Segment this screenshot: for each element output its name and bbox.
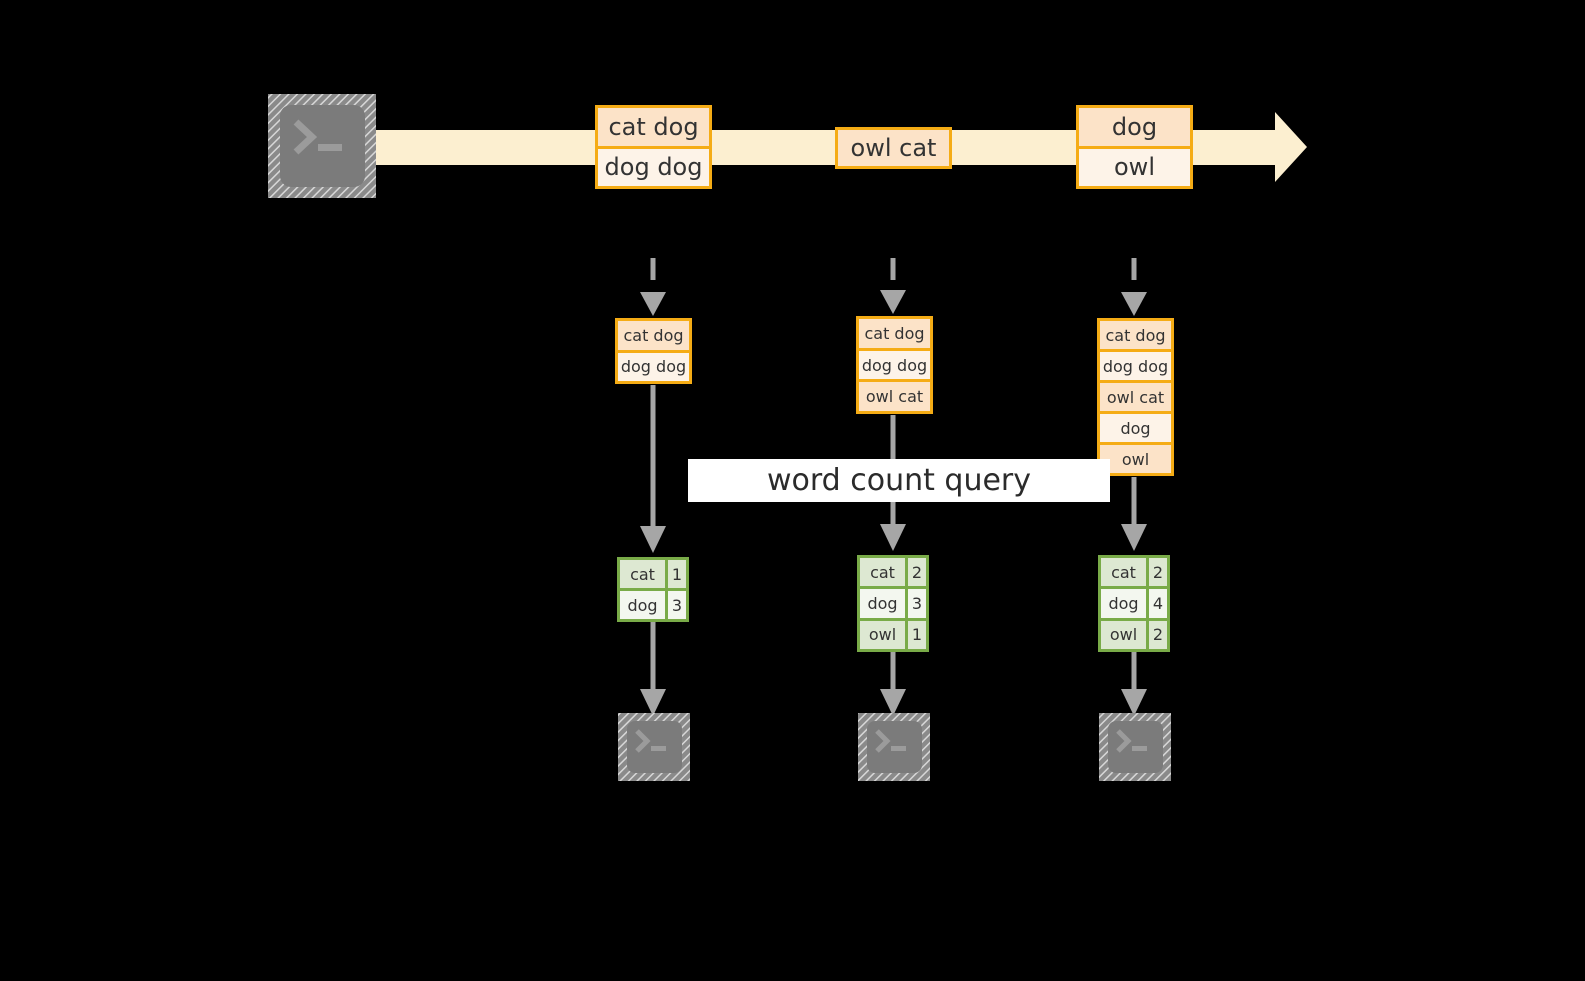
input-line: cat dog xyxy=(859,319,930,351)
result-count: 3 xyxy=(668,591,686,619)
input-line: owl cat xyxy=(859,382,930,411)
result-word: owl xyxy=(860,620,908,649)
result-word: dog xyxy=(860,589,908,618)
snapshot-1-result-table[interactable]: cat 1 dog 3 xyxy=(617,557,689,622)
result-count: 1 xyxy=(668,560,686,588)
input-line: cat dog xyxy=(1100,321,1171,352)
query-arrowhead-1 xyxy=(640,526,666,553)
result-row: cat 2 xyxy=(860,558,926,590)
result-row: owl 1 xyxy=(860,620,926,649)
query-label: word count query xyxy=(688,459,1110,502)
stream-message-line: owl cat xyxy=(838,130,949,166)
result-row: cat 2 xyxy=(1101,558,1167,590)
sink-arrowhead-3 xyxy=(1121,689,1147,716)
query-label-text: word count query xyxy=(766,463,1032,498)
result-count: 2 xyxy=(1149,620,1167,649)
sink-terminal-icon-2 xyxy=(858,713,930,781)
stream-message-2[interactable]: owl cat xyxy=(835,127,952,169)
source-terminal-icon xyxy=(268,94,376,198)
snapshot-2-input-table[interactable]: cat dog dog dog owl cat xyxy=(856,316,933,414)
stream-message-3[interactable]: dog owl xyxy=(1076,105,1193,189)
input-line: dog dog xyxy=(859,350,930,383)
sink-terminal-icon-3 xyxy=(1099,713,1171,781)
feed-arrowhead-2 xyxy=(880,290,906,314)
feed-arrowhead-3 xyxy=(1121,292,1147,316)
sink-arrowhead-1 xyxy=(640,689,666,716)
snapshot-2-result-table[interactable]: cat 2 dog 3 owl 1 xyxy=(857,555,929,652)
query-arrowhead-3 xyxy=(1121,524,1147,551)
result-count: 3 xyxy=(908,589,926,618)
input-line: dog xyxy=(1100,414,1171,445)
stream-message-line: cat dog xyxy=(598,108,709,149)
result-row: owl 2 xyxy=(1101,620,1167,649)
result-word: cat xyxy=(860,558,908,587)
input-line: dog dog xyxy=(1100,352,1171,383)
snapshot-3-input-table[interactable]: cat dog dog dog owl cat dog owl xyxy=(1097,318,1174,476)
result-word: cat xyxy=(1101,558,1149,587)
result-count: 2 xyxy=(908,558,926,587)
result-word: owl xyxy=(1101,620,1149,649)
stream-message-line: dog dog xyxy=(598,148,709,186)
stream-message-1[interactable]: cat dog dog dog xyxy=(595,105,712,189)
input-line: cat dog xyxy=(618,321,689,353)
input-line: owl cat xyxy=(1100,383,1171,414)
snapshot-3-result-table[interactable]: cat 2 dog 4 owl 2 xyxy=(1098,555,1170,652)
result-count: 2 xyxy=(1149,558,1167,587)
snapshot-1-input-table[interactable]: cat dog dog dog xyxy=(615,318,692,384)
result-word: dog xyxy=(1101,589,1149,618)
stream-message-line: owl xyxy=(1079,148,1190,186)
result-word: dog xyxy=(620,591,668,619)
result-word: cat xyxy=(620,560,668,588)
result-row: dog 3 xyxy=(620,591,686,619)
feed-arrowhead-1 xyxy=(640,292,666,316)
result-row: dog 4 xyxy=(1101,589,1167,621)
input-line: owl xyxy=(1100,445,1171,473)
result-row: dog 3 xyxy=(860,589,926,621)
stream-message-line: dog xyxy=(1079,108,1190,149)
sink-terminal-icon-1 xyxy=(618,713,690,781)
query-arrowhead-2 xyxy=(880,524,906,551)
sink-arrowhead-2 xyxy=(880,689,906,716)
result-row: cat 1 xyxy=(620,560,686,591)
input-line: dog dog xyxy=(618,352,689,381)
result-count: 1 xyxy=(908,620,926,649)
result-count: 4 xyxy=(1149,589,1167,618)
